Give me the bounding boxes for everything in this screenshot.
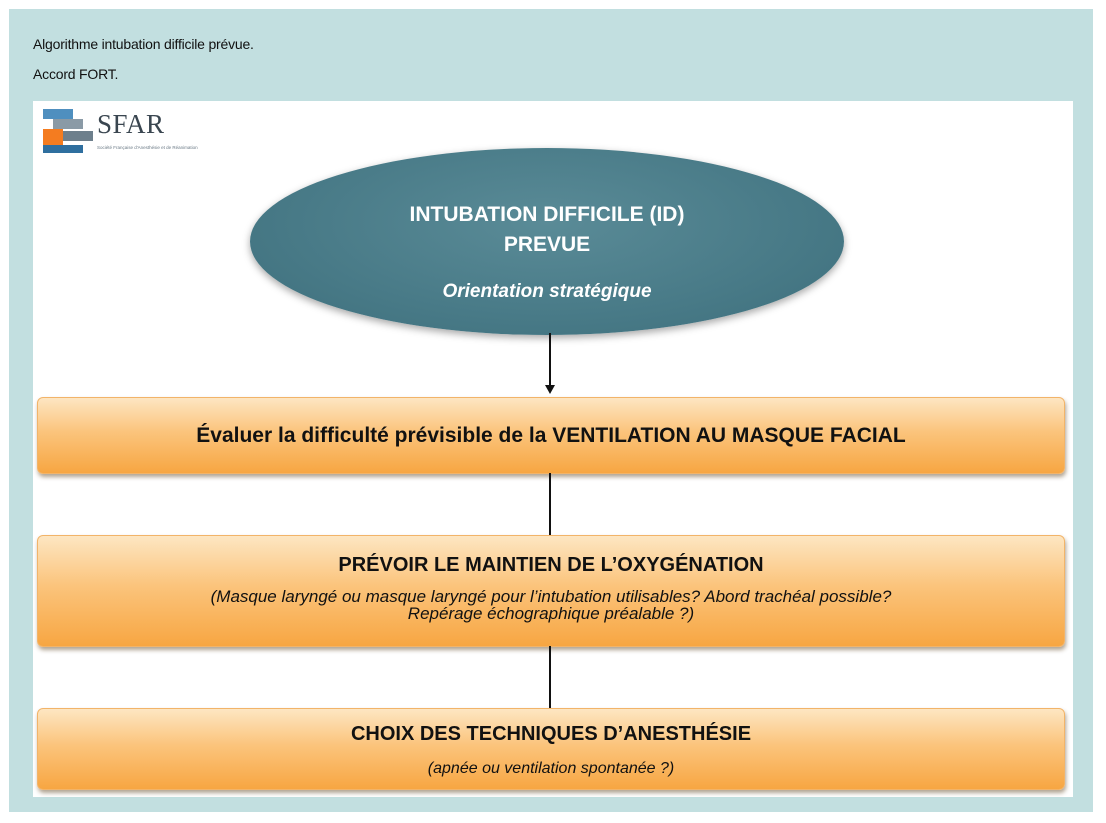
step-detail: (Masque laryngé ou masque laryngé pour l… [38, 588, 1064, 622]
logo-subtitle: Société Française d'Anesthésie et de Réa… [97, 145, 198, 150]
step-box-oxygenation: PRÉVOIR LE MAINTIEN DE L’OXYGÉNATION (Ma… [37, 535, 1065, 647]
step-box-evaluate: Évaluer la difficulté prévisible de la V… [37, 397, 1065, 474]
step-title: Évaluer la difficulté prévisible de la V… [196, 424, 906, 447]
header-line-title: Algorithme intubation difficile prévue. [33, 36, 254, 52]
step-detail: (apnée ou ventilation spontanée ?) [427, 760, 675, 777]
sfar-logo-icon [43, 109, 93, 153]
algorithm-panel: SFAR Société Française d'Anesthésie et d… [33, 101, 1073, 797]
ellipse-title: INTUBATION DIFFICILE (ID) PREVUE [250, 200, 844, 260]
step-title: PRÉVOIR LE MAINTIEN DE L’OXYGÉNATION [338, 554, 764, 576]
logo-name: SFAR [97, 109, 165, 139]
header-line-accord: Accord FORT. [33, 66, 119, 82]
arrow-shaft [549, 333, 551, 388]
step-box-anesthesia: CHOIX DES TECHNIQUES D’ANESTHÉSIE (apnée… [37, 708, 1065, 790]
start-ellipse: INTUBATION DIFFICILE (ID) PREVUE Orienta… [250, 148, 844, 335]
connector-line [549, 646, 551, 708]
page-frame: Algorithme intubation difficile prévue. … [9, 9, 1093, 812]
connector-line [549, 473, 551, 535]
step-title: CHOIX DES TECHNIQUES D’ANESTHÉSIE [350, 723, 752, 745]
ellipse-title-line1: INTUBATION DIFFICILE (ID) [409, 203, 685, 226]
ellipse-title-line2: PREVUE [503, 233, 591, 256]
arrow-head [545, 385, 555, 394]
step-detail-line2: Repérage échographique préalable ?) [407, 604, 695, 623]
ellipse-subtitle: Orientation stratégique [442, 281, 652, 302]
sfar-logo: SFAR Société Française d'Anesthésie et d… [41, 107, 301, 157]
step-detail-line1: (Masque laryngé ou masque laryngé pour l… [210, 587, 892, 606]
